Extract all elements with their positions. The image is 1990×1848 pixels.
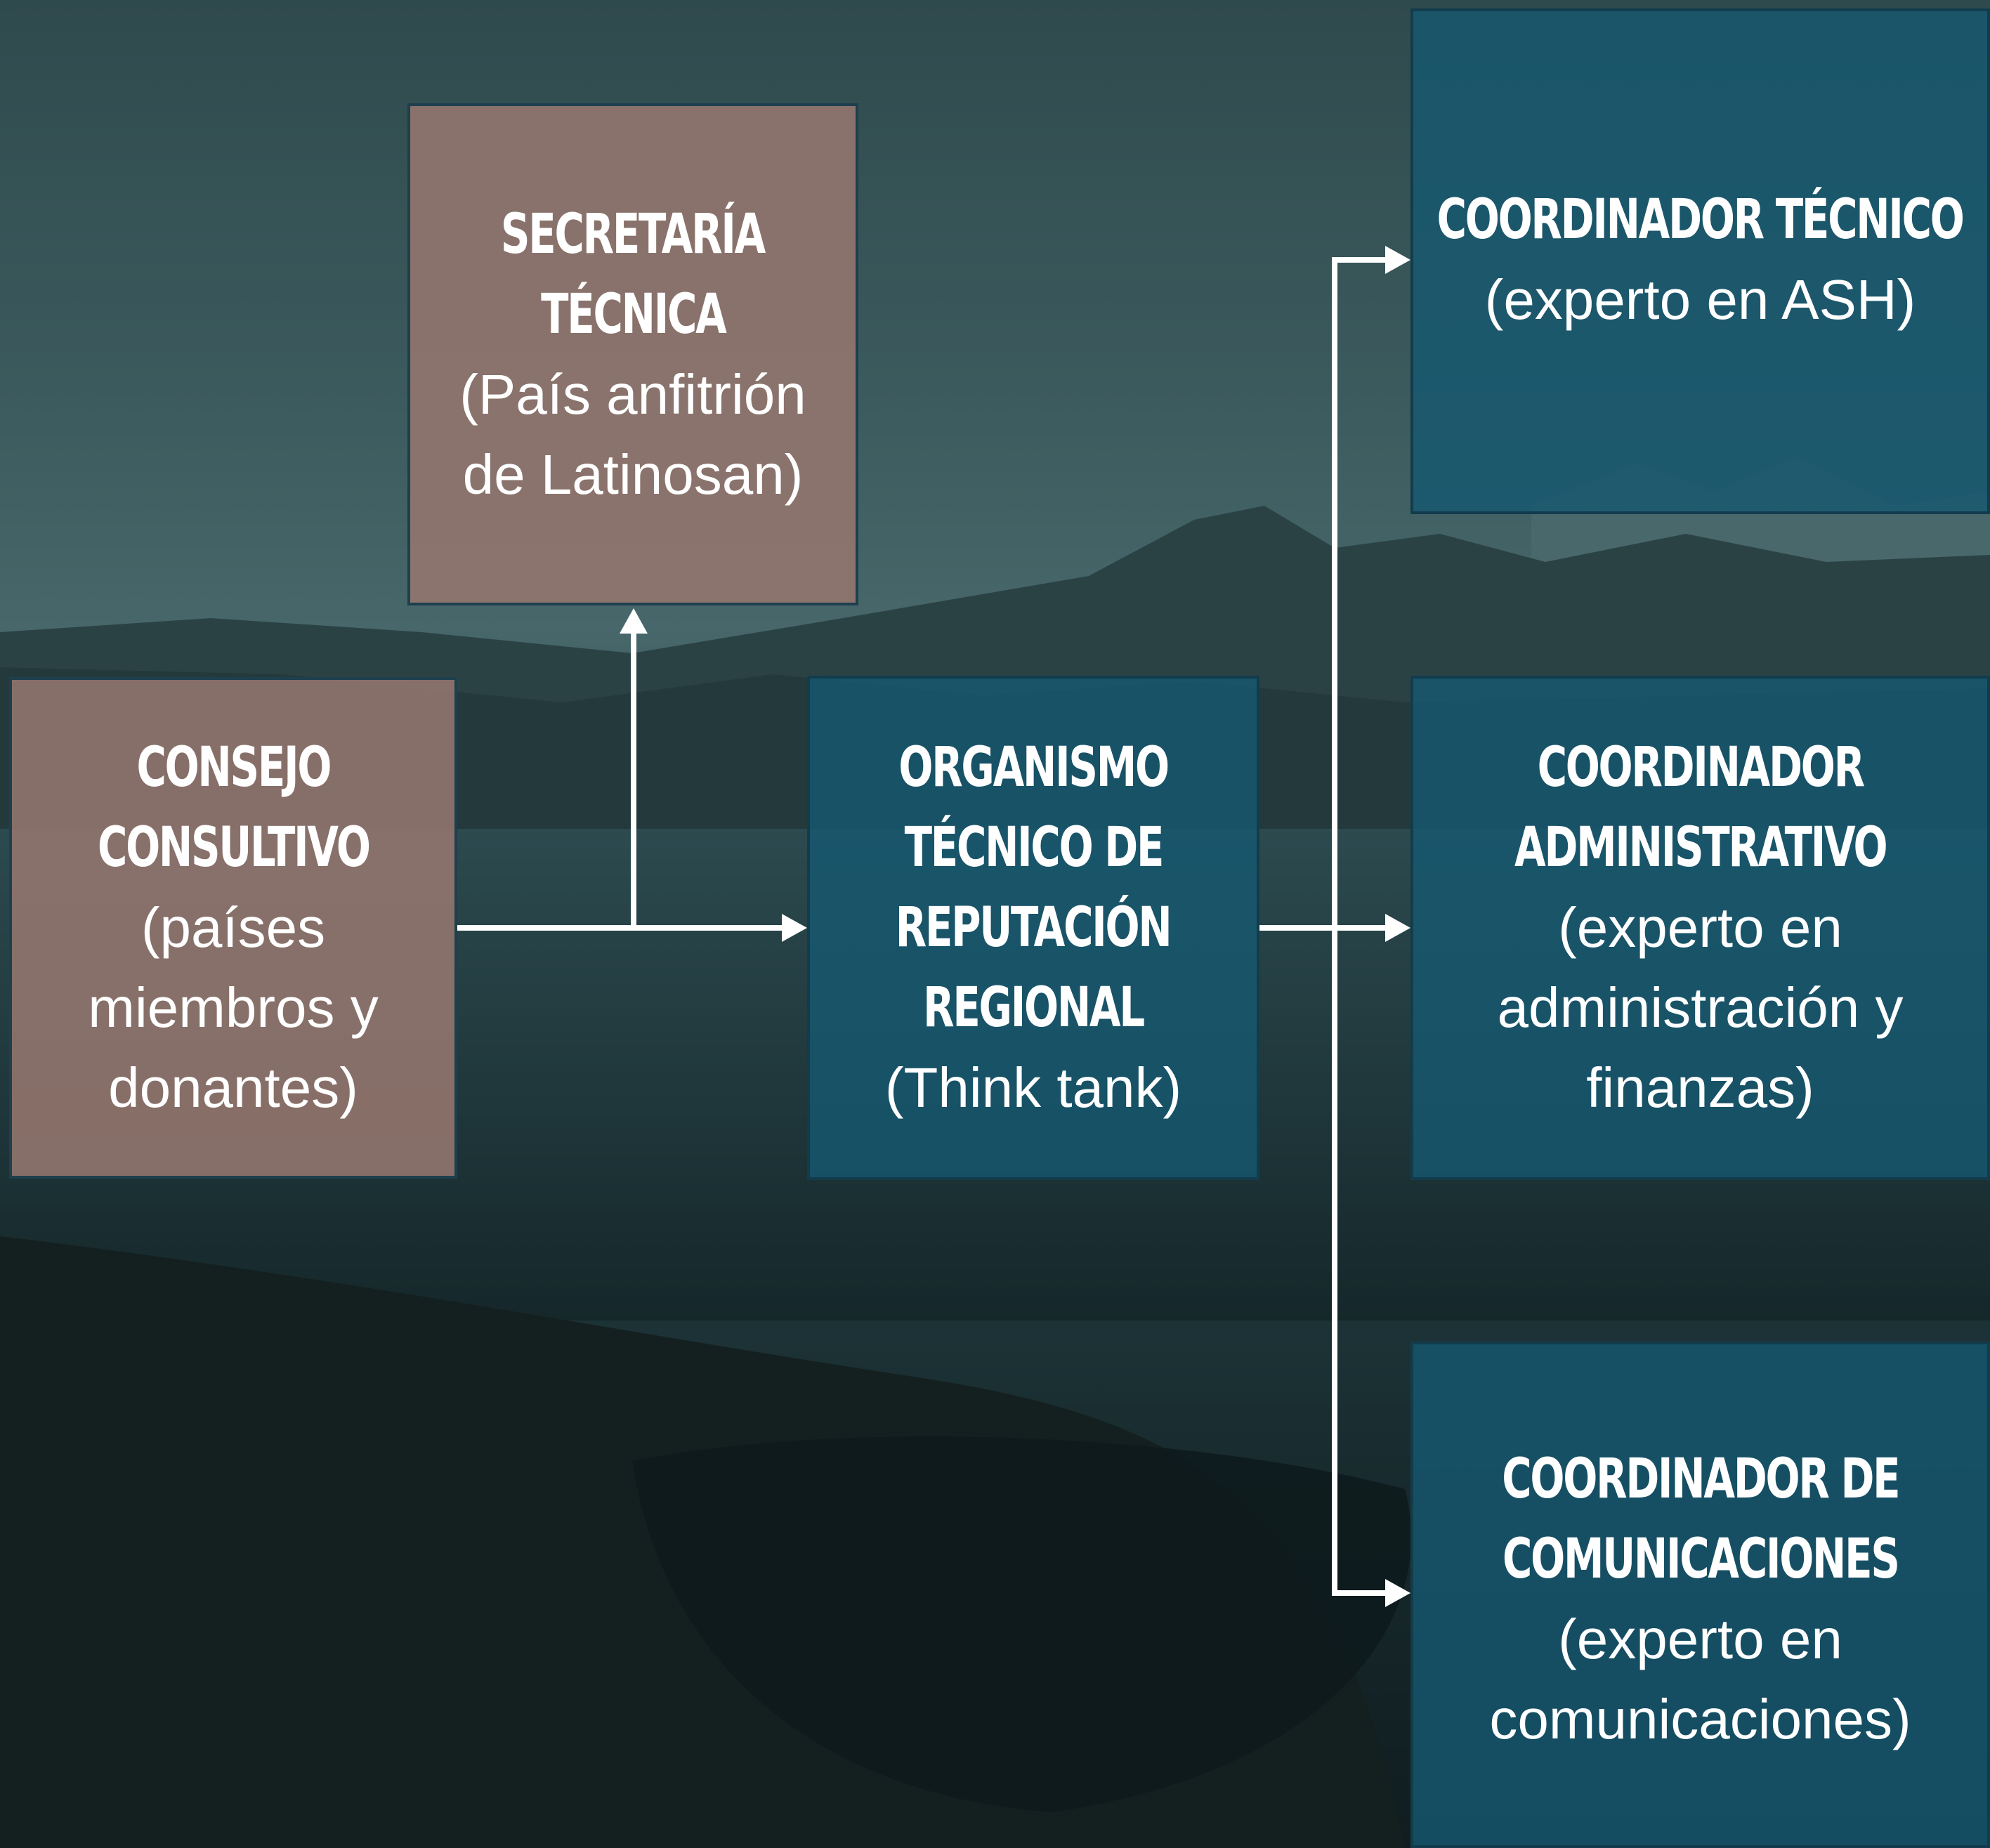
coord-com-title-line-2: COMUNICACIONES (1502, 1528, 1900, 1591)
organismo-title-line-2: TÉCNICO DE (904, 816, 1164, 879)
consejo-consultivo-box: CONSEJO CONSULTIVO (países miembros y do… (9, 677, 457, 1179)
coord-tecnico-sub-line-1: (experto en ASH) (1484, 268, 1916, 331)
consejo-title-line-2: CONSULTIVO (97, 816, 371, 879)
arrowhead-coord-com (1385, 1579, 1410, 1607)
secretaria-title-line-1: SECRETARÍA (501, 202, 766, 266)
coord-com-sub-line-1: (experto en (1558, 1608, 1842, 1670)
coord-com-sub-line-2: comunicaciones) (1489, 1688, 1911, 1750)
arrowhead-organismo (782, 914, 807, 942)
coord-admin-sub-line-2: administración y (1497, 976, 1904, 1039)
organismo-title-line-4: REGIONAL (923, 976, 1145, 1040)
coord-admin-sub-line-1: (experto en (1558, 896, 1842, 959)
coordinador-administrativo-box: COORDINADOR ADMINISTRATIVO (experto en a… (1410, 676, 1990, 1180)
coordinador-comunicaciones-box: COORDINADOR DE COMUNICACIONES (experto e… (1410, 1342, 1990, 1848)
consejo-sub-line-2: miembros y (88, 976, 379, 1039)
coord-admin-title-line-2: ADMINISTRATIVO (1514, 816, 1888, 879)
coord-admin-title-line-1: COORDINADOR (1537, 736, 1865, 799)
secretaria-sub-line-1: (País anfitrión (459, 362, 806, 426)
coord-tecnico-title-line-1: COORDINADOR TÉCNICO (1436, 188, 1965, 251)
consejo-title-line-1: CONSEJO (136, 736, 332, 799)
consejo-sub-line-3: donantes) (108, 1056, 358, 1119)
secretaria-title-line-2: TÉCNICA (540, 282, 727, 346)
secretaria-sub-line-2: de Latinosan) (462, 443, 804, 506)
organismo-title-line-1: ORGANISMO (898, 736, 1170, 799)
secretaria-tecnica-box: SECRETARÍA TÉCNICA (País anfitrión de La… (407, 103, 858, 605)
organismo-tecnico-box: ORGANISMO TÉCNICO DE REPUTACIÓN REGIONAL… (807, 676, 1259, 1180)
pond (632, 1436, 1412, 1812)
arrowhead-coord-tecnico (1385, 246, 1410, 274)
organismo-title-line-3: REPUTACIÓN (896, 896, 1172, 959)
coord-admin-sub-line-3: finanzas) (1586, 1056, 1814, 1119)
coordinador-tecnico-box: COORDINADOR TÉCNICO (experto en ASH) (1410, 8, 1990, 514)
coord-com-title-line-1: COORDINADOR DE (1501, 1448, 1900, 1511)
arrowhead-coord-admin (1385, 914, 1410, 942)
consejo-sub-line-1: (países (140, 896, 326, 959)
arrowhead-secretaria (620, 608, 648, 634)
organismo-sub-line-1: (Think tank) (884, 1056, 1182, 1119)
